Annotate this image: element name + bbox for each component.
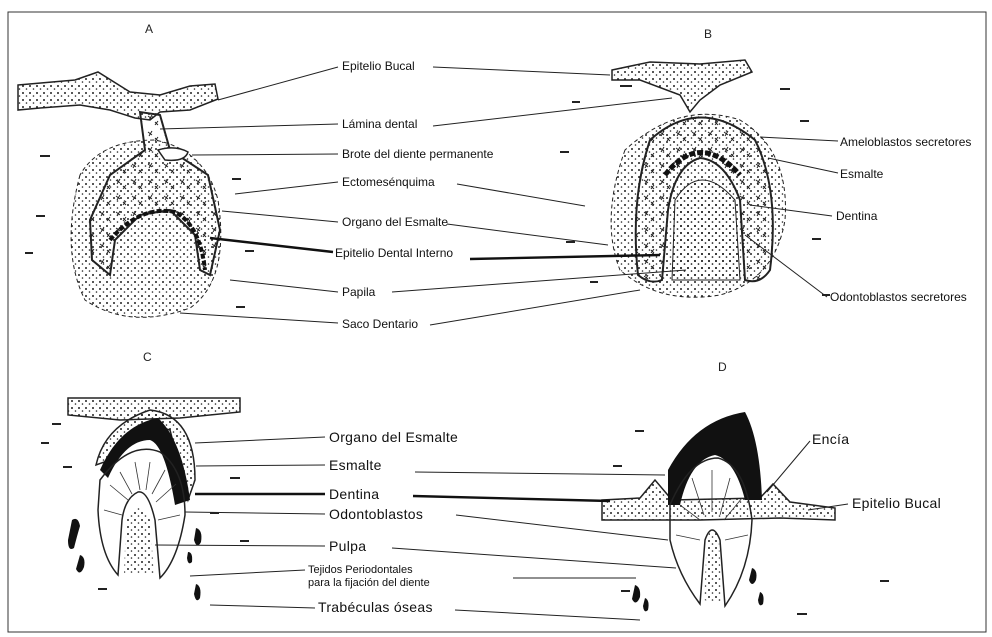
label-tejidos-periodontales: Tejidos Periodontales — [308, 564, 413, 576]
label-papila: Papila — [342, 285, 376, 299]
label-organo-esmalte-c: Organo del Esmalte — [329, 429, 458, 445]
panel-label-d: D — [718, 360, 727, 374]
label-saco-dentario: Saco Dentario — [342, 317, 418, 331]
label-odontoblastos-secretores: Odontoblastos secretores — [830, 290, 967, 304]
papilla-b — [672, 180, 740, 280]
label-lamina-dental: Lámina dental — [342, 117, 417, 131]
panel-d-eruption-stage — [602, 412, 835, 611]
label-odontoblastos-c: Odontoblastos — [329, 506, 423, 522]
pulp-c — [124, 508, 154, 576]
panel-c-root-stage — [68, 398, 240, 600]
label-dentina-c: Dentina — [329, 486, 379, 502]
label-ectomesenquima: Ectomesénquima — [342, 175, 435, 189]
label-encia: Encía — [812, 431, 849, 447]
panel-label-b: B — [704, 27, 712, 41]
oral-epithelium-a — [18, 72, 218, 120]
label-fijacion-diente: para la fijación del diente — [308, 577, 430, 589]
label-epitelio-dental-interno: Epitelio Dental Interno — [335, 246, 453, 260]
panel-label-c: C — [143, 350, 152, 364]
pulp-d — [704, 530, 722, 604]
panel-a-bell-stage — [18, 72, 221, 317]
label-epitelio-bucal: Epitelio Bucal — [342, 59, 415, 73]
label-trabeculas-oseas: Trabéculas óseas — [318, 599, 433, 615]
label-ameloblastos-secretores: Ameloblastos secretores — [840, 135, 971, 149]
bone-trabeculae-d — [632, 568, 764, 611]
oral-epithelium-b — [612, 60, 752, 112]
gingiva-d — [602, 480, 835, 520]
label-epitelio-bucal-d: Epitelio Bucal — [852, 495, 941, 511]
label-brote-diente-permanente: Brote del diente permanente — [342, 147, 494, 161]
labels-bottom: Organo del Esmalte Esmalte Dentina Odont… — [308, 429, 941, 615]
panel-label-a: A — [145, 22, 153, 36]
label-dentina-b: Dentina — [836, 209, 878, 223]
label-organo-esmalte: Organo del Esmalte — [342, 215, 448, 229]
panel-b-crown-stage — [611, 60, 785, 297]
label-pulpa-c: Pulpa — [329, 538, 366, 554]
label-esmalte-c: Esmalte — [329, 457, 382, 473]
label-esmalte-b: Esmalte — [840, 167, 884, 181]
